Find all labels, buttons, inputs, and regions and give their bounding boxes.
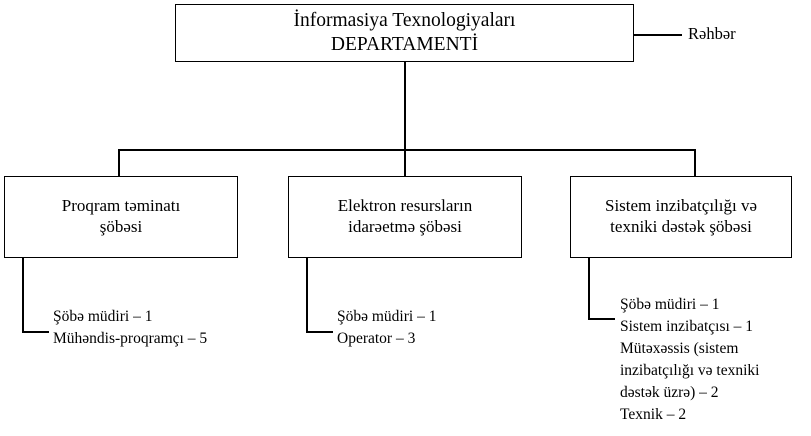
node-department-eresources-label: Elektron resursların idarəetmə şöbəsi	[337, 196, 473, 236]
staff-item: Şöbə müdiri – 1	[53, 308, 153, 325]
connector-leader-eresources-vertical	[306, 258, 308, 333]
connector-drop-sysadmin	[694, 149, 696, 177]
connector-head-to-rehber	[634, 34, 682, 36]
label-rehber: Rəhbər	[688, 24, 736, 43]
node-department-software[interactable]: Proqram təminatı şöbəsi	[4, 176, 238, 258]
staff-item: Texnik – 2	[620, 406, 687, 423]
node-department-sysadmin-label: Sistem inzibatçılığı və texniki dəstək ş…	[604, 196, 758, 236]
staff-list-sysadmin: Şöbə müdiri – 1 Sistem inzibatçısı – 1 M…	[620, 294, 800, 426]
node-department-head[interactable]: İnformasiya Texnologiyaları DEPARTAMENTİ	[175, 4, 634, 62]
node-department-head-label: İnformasiya Texnologiyaları DEPARTAMENTİ	[293, 10, 516, 55]
node-department-eresources[interactable]: Elektron resursların idarəetmə şöbəsi	[288, 176, 522, 258]
connector-leader-software-vertical	[22, 258, 24, 333]
connector-leader-eresources-horizontal	[306, 331, 333, 333]
staff-item: Şöbə müdiri – 1	[337, 308, 437, 325]
staff-item: Operator – 3	[337, 330, 416, 347]
connector-drop-software	[118, 149, 120, 177]
staff-item: Sistem inzibatçısı – 1	[620, 318, 754, 335]
node-department-sysadmin[interactable]: Sistem inzibatçılığı və texniki dəstək ş…	[570, 176, 792, 258]
node-department-software-label: Proqram təminatı şöbəsi	[61, 196, 181, 236]
connector-leader-sysadmin-horizontal	[588, 318, 615, 320]
staff-item: Şöbə müdiri – 1	[620, 296, 720, 313]
connector-leader-sysadmin-vertical	[588, 258, 590, 320]
connector-bus-horizontal	[118, 149, 696, 151]
staff-list-eresources: Şöbə müdiri – 1 Operator – 3	[337, 306, 436, 350]
connector-drop-eresources	[404, 149, 406, 177]
staff-list-software: Şöbə müdiri – 1 Mühəndis-proqramçı – 5	[53, 306, 207, 350]
connector-leader-software-horizontal	[22, 331, 49, 333]
connector-trunk-vertical	[404, 62, 406, 151]
staff-item: Mühəndis-proqramçı – 5	[53, 330, 208, 347]
staff-item: Mütəxəssis (sistem inzibatçılığı və texn…	[620, 340, 760, 401]
